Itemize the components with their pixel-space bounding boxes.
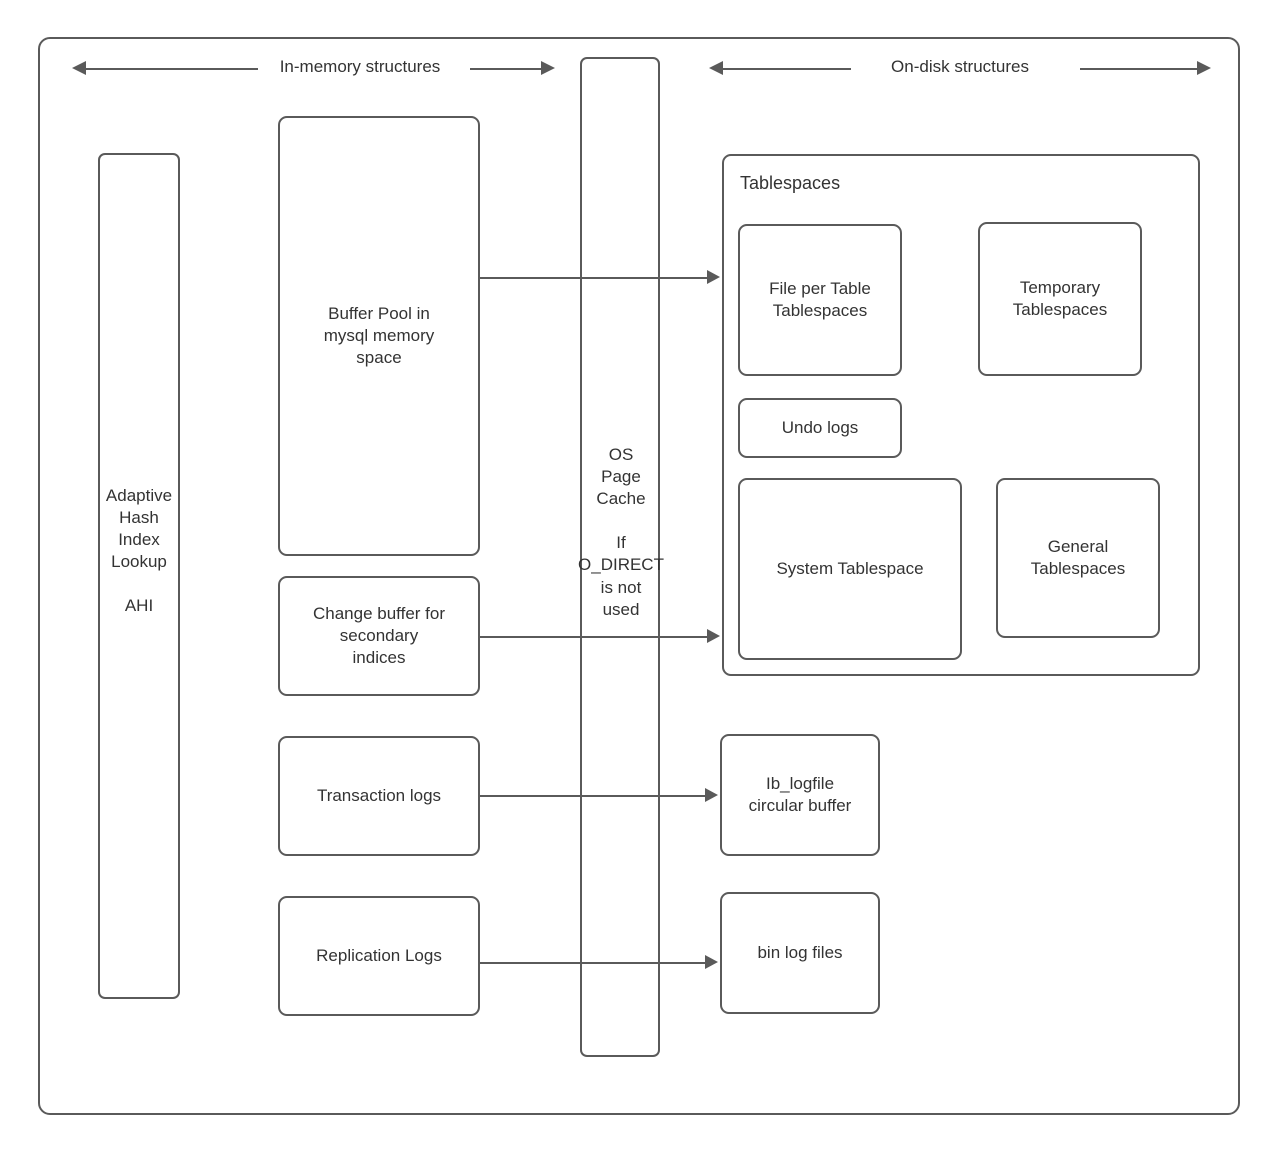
on-disk-header-label: On-disk structures (891, 57, 1029, 76)
change-buffer-to-tablespaces-arrowhead-icon (707, 629, 720, 643)
replication-logs-to-bin-log-arrowhead-icon (705, 955, 718, 969)
transaction-logs-to-ib-logfile-line (480, 795, 707, 797)
temporary-tablespaces-box: Temporary Tablespaces (978, 222, 1142, 376)
in-memory-right-arrowhead-icon (541, 61, 555, 75)
replication-logs-box: Replication Logs (278, 896, 480, 1016)
on-disk-right-arrow-line (1080, 68, 1202, 70)
on-disk-left-arrow-line (723, 68, 851, 70)
transaction-logs-to-ib-logfile-arrowhead-icon (705, 788, 718, 802)
bin-log-files-box: bin log files (720, 892, 880, 1014)
buffer-pool-to-tablespaces-arrowhead-icon (707, 270, 720, 284)
on-disk-right-arrowhead-icon (1197, 61, 1211, 75)
in-memory-left-arrow-line (86, 68, 258, 70)
in-memory-left-arrowhead-icon (72, 61, 86, 75)
replication-logs-to-bin-log-line (480, 962, 707, 964)
os-page-cache-box (580, 57, 660, 1057)
outer-frame (38, 37, 1240, 1115)
in-memory-header-label: In-memory structures (279, 57, 441, 76)
tablespaces-group (722, 154, 1200, 676)
transaction-logs-box: Transaction logs (278, 736, 480, 856)
buffer-pool-to-tablespaces-line (480, 277, 709, 279)
general-tablespaces-box: General Tablespaces (996, 478, 1160, 638)
undo-logs-box: Undo logs (738, 398, 902, 458)
tablespaces-title: Tablespaces (740, 173, 841, 193)
change-buffer-box: Change buffer for secondary indices (278, 576, 480, 696)
buffer-pool-box: Buffer Pool in mysql memory space (278, 116, 480, 556)
adaptive-hash-index-box (98, 153, 180, 999)
in-memory-right-arrow-line (470, 68, 542, 70)
file-per-table-tablespaces-box: File per Table Tablespaces (738, 224, 902, 376)
system-tablespace-box: System Tablespace (738, 478, 962, 660)
on-disk-left-arrowhead-icon (709, 61, 723, 75)
ib-logfile-circular-buffer-box: Ib_logfile circular buffer (720, 734, 880, 856)
change-buffer-to-tablespaces-line (480, 636, 709, 638)
